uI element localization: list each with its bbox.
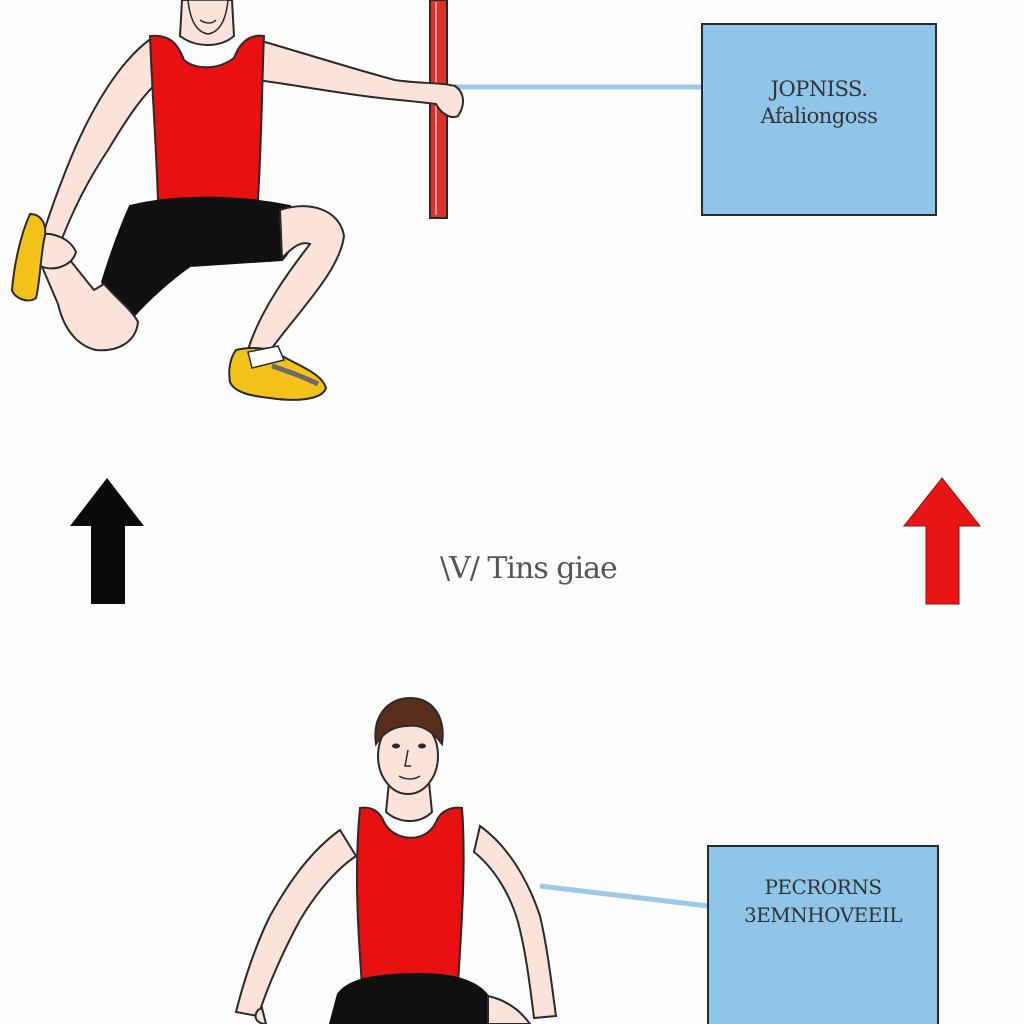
callout-top-line2: Afaliongoss xyxy=(760,103,878,128)
callout-top-line1: JOPNISS. xyxy=(770,76,868,101)
callout-bottom-line1: PECRORNS xyxy=(764,874,882,899)
top-figure-face xyxy=(187,0,229,35)
bottom-figure-shorts xyxy=(328,972,489,1024)
top-figure-back-shoe xyxy=(10,212,47,302)
top-figure-group xyxy=(10,0,702,401)
bottom-figure-left-arm xyxy=(234,828,358,1018)
top-figure-shirt xyxy=(148,34,266,204)
top-figure-shorts xyxy=(100,196,297,320)
black-up-arrow xyxy=(70,478,144,604)
callout-box-bottom: PECRORNS 3EMNHOVEEIL xyxy=(707,845,939,1024)
top-figure-hand xyxy=(34,233,78,270)
bottom-figure-right-arm xyxy=(472,824,558,1020)
top-figure-extended-arm xyxy=(254,38,464,118)
callout-bottom-line2: 3EMNHOVEEIL xyxy=(743,902,903,927)
bottom-figure-hair xyxy=(374,696,444,747)
bottom-figure-shirt xyxy=(355,806,465,988)
callout-box-top: JOPNISS. Afaliongoss xyxy=(701,23,937,216)
bottom-connector-line xyxy=(539,883,709,909)
bottom-figure-group xyxy=(234,696,709,1024)
center-label: \V/ Tins giae xyxy=(440,551,618,586)
red-up-arrow xyxy=(902,477,982,605)
